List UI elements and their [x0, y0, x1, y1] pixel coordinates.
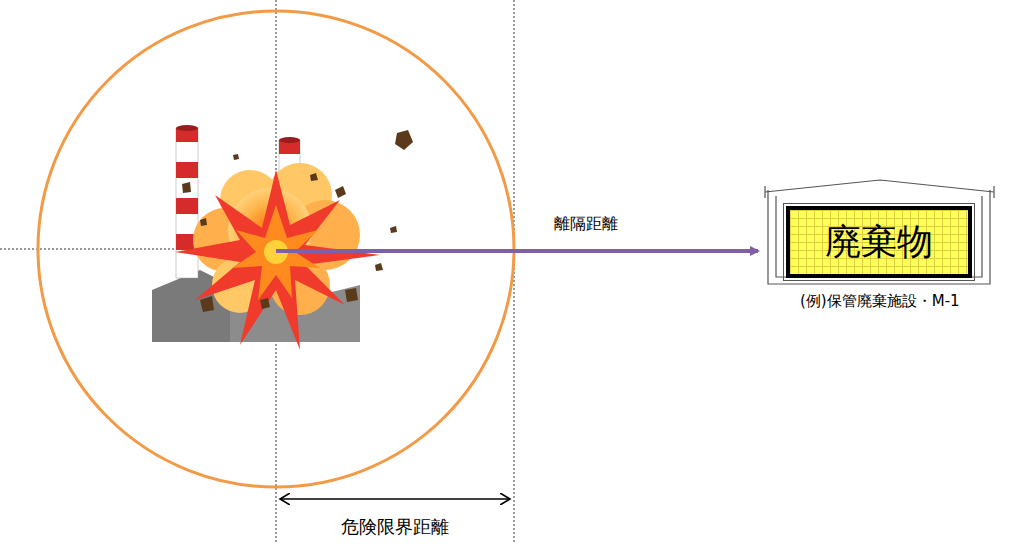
debris	[182, 130, 413, 312]
dimension-label: 危険限界距離	[339, 515, 451, 539]
dimension-label: 離隔距離	[552, 214, 620, 235]
waste-label: 廃棄物	[825, 222, 933, 262]
dimension-arrow	[280, 498, 510, 500]
separation-arrow	[276, 249, 758, 253]
explosion	[175, 163, 380, 350]
chimney	[176, 125, 198, 278]
building-caption: (例)保管廃棄施設・M-1	[800, 292, 960, 311]
waste-box: 廃棄物	[786, 206, 972, 278]
storage-building: (例)保管廃棄施設・M-1 廃棄物	[762, 176, 998, 326]
